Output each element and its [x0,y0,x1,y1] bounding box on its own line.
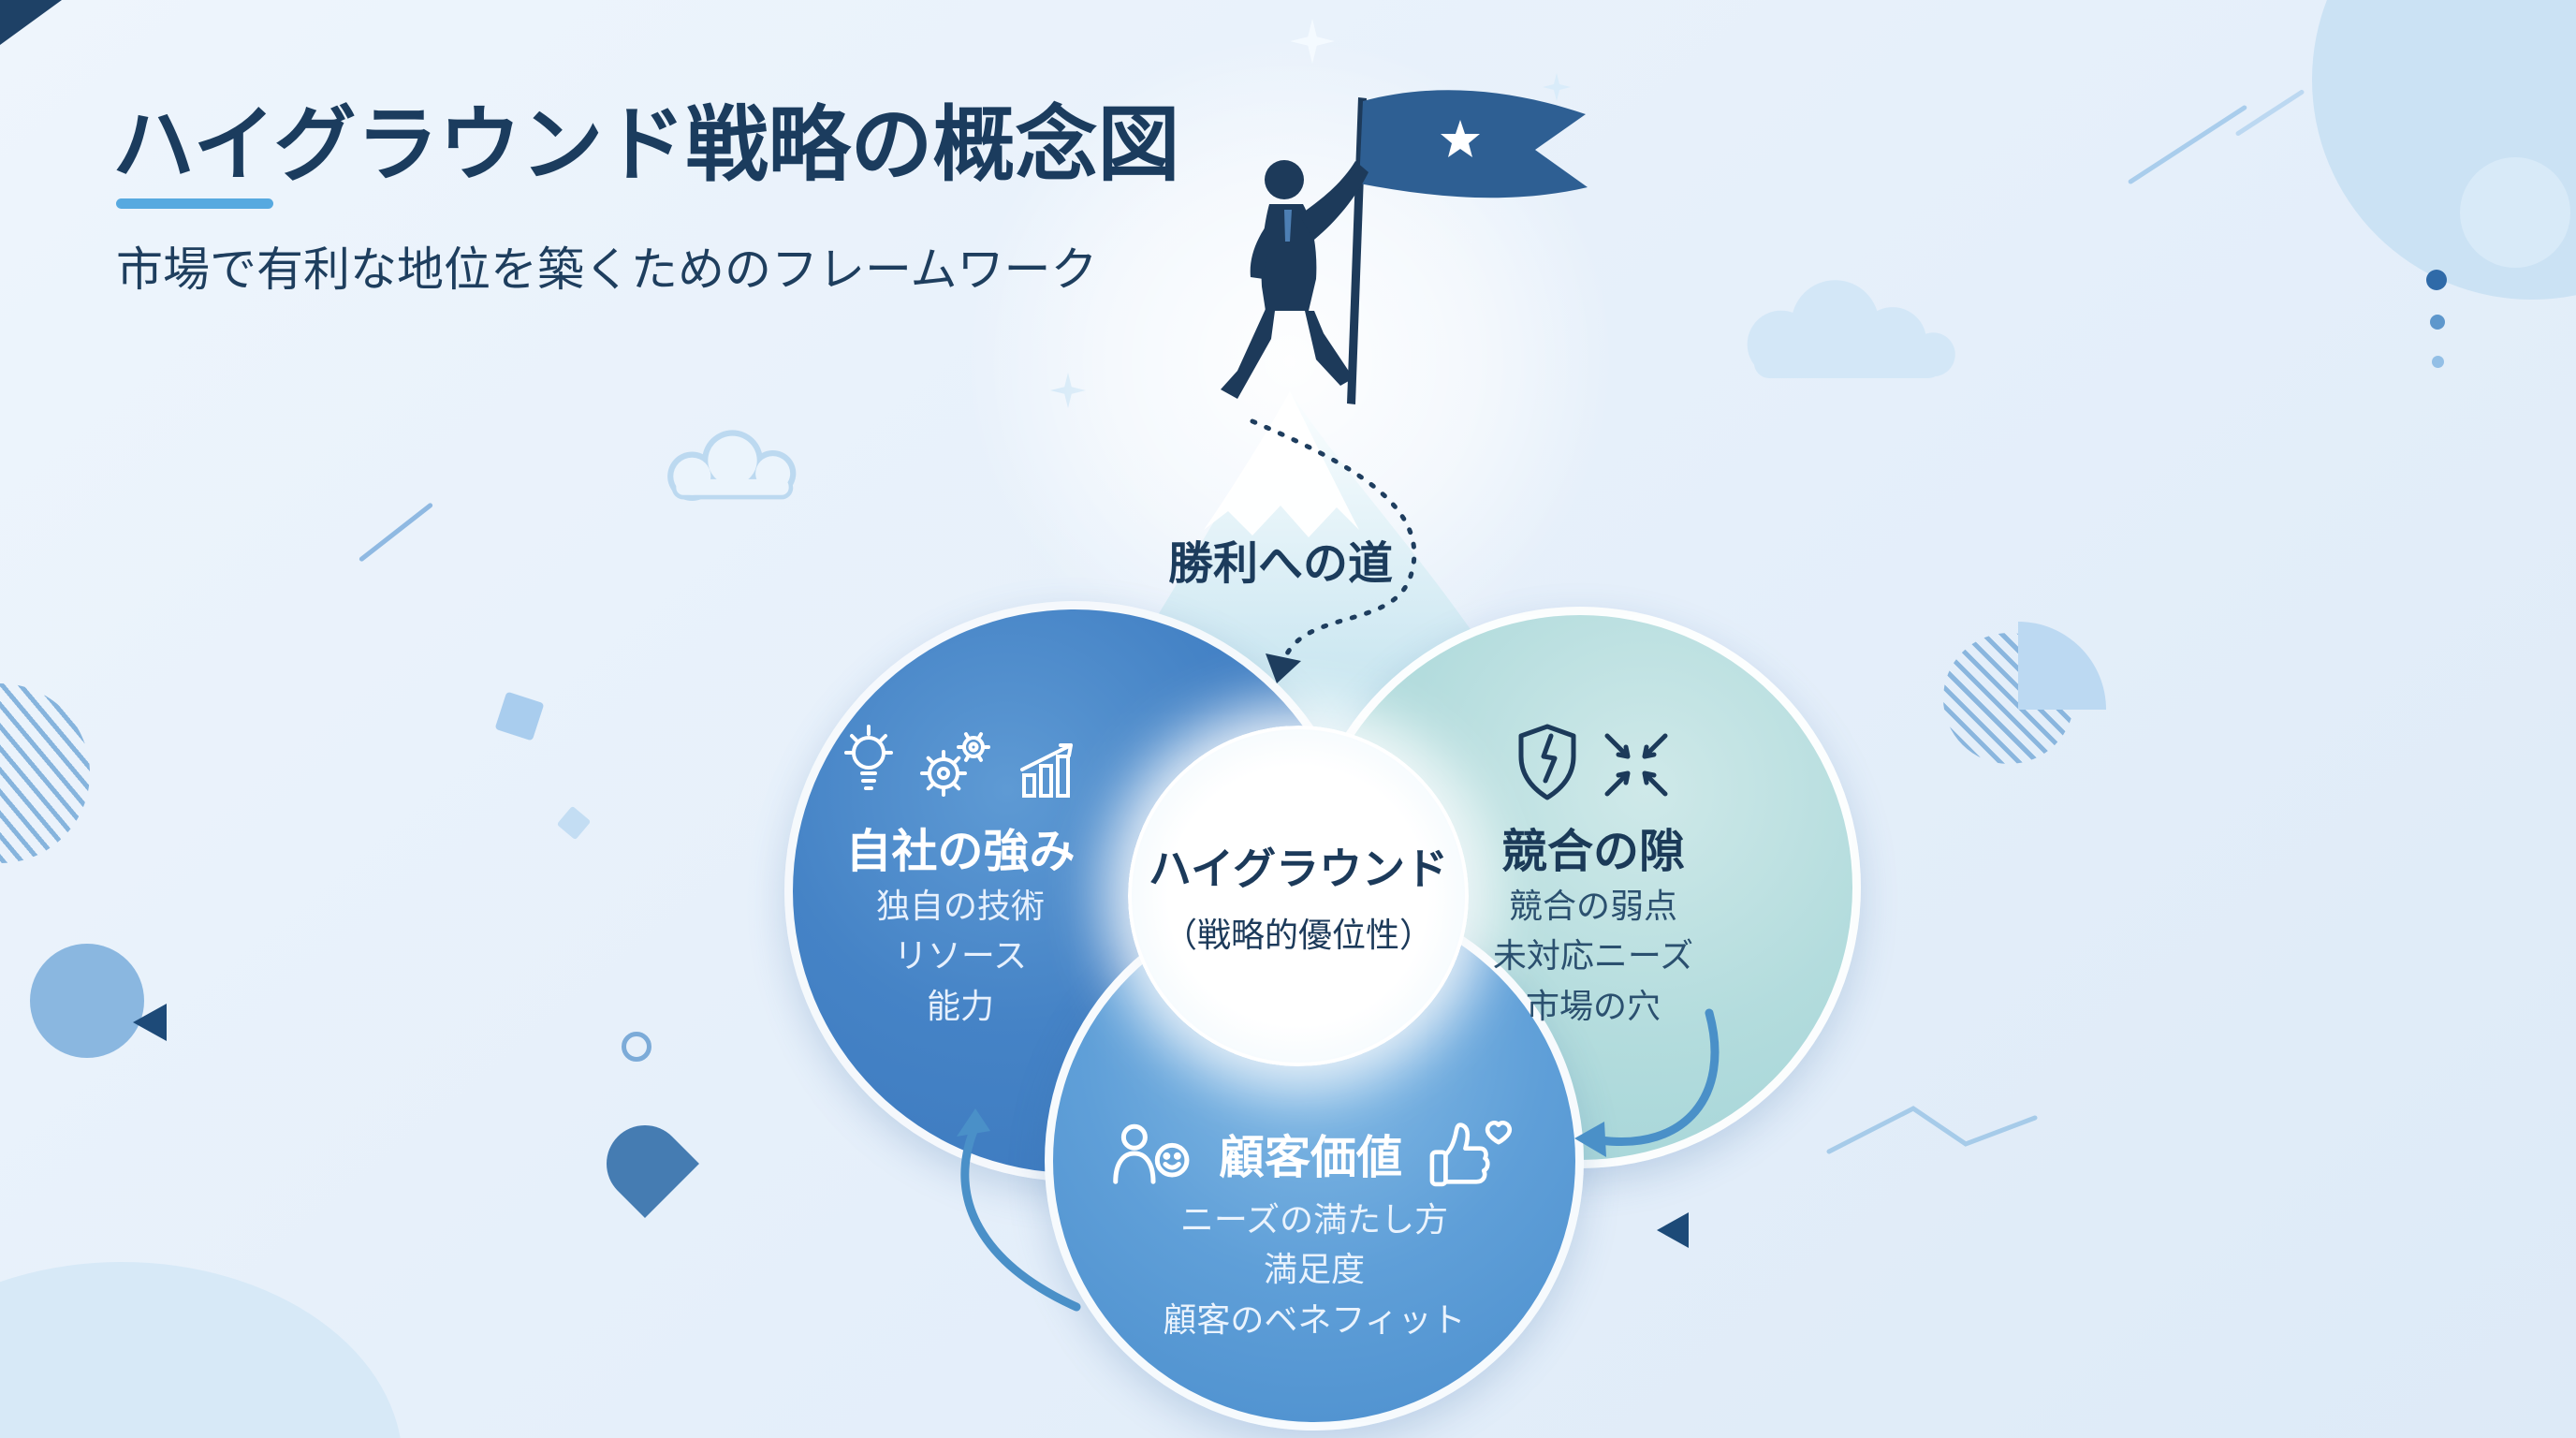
small-blob-decoration [2460,157,2570,268]
quarter-circle-decoration [2018,622,2106,710]
center-subtitle: （戦略的優位性） [1163,916,1433,954]
ring-decoration [622,1032,651,1062]
diagonal-line-decoration [2234,88,2305,138]
broken-shield-icon [1518,724,1576,800]
page-subtitle: 市場で有利な地位を築くためのフレームワーク [116,243,1098,296]
title-underline [116,198,273,209]
zigzag-line-decoration [1826,1106,2038,1154]
victory-path-label: 勝利への道 [1168,539,1394,589]
customer-value-item: 顧客のベネフィット [1163,1299,1466,1339]
dot-decoration [2426,270,2447,290]
cloud-icon [667,430,797,501]
competitor-gap-item: 未対応ニーズ [1492,936,1694,976]
thumbs-up-heart-icon [1429,1121,1513,1187]
competitor-gap-content: 競合の隙 競合の弱点 未対応ニーズ 市場の穴 [1397,717,1790,1031]
competitor-gap-item: 競合の弱点 [1508,887,1677,925]
competitor-gap-item: 市場の穴 [1525,986,1661,1025]
square-decoration [494,691,545,741]
customer-smile-icon [1113,1123,1190,1184]
strengths-item: 能力 [926,986,994,1025]
striped-halfcircle-decoration [0,683,90,863]
dot-decoration [2432,356,2444,368]
lightbulb-icon [844,725,893,790]
cloud-icon [1747,280,1955,378]
diagonal-line-decoration [2127,104,2248,185]
customer-value-title-row: 顧客価値 [1024,1112,1604,1195]
strengths-icons [754,717,1166,801]
customer-value-item: ニーズの満たし方 [1179,1200,1449,1239]
customer-value-item: 満足度 [1263,1250,1365,1289]
corner-blob-decoration [0,1262,402,1438]
page-title: ハイグラウンド戦略の概念図 [112,98,1180,191]
strengths-item: 独自の技術 [875,887,1045,925]
dot-decoration [2430,315,2445,330]
competitor-gap-icons [1397,717,1790,801]
square-decoration [556,805,592,841]
diagonal-line-decoration [358,502,434,563]
triangle-decoration [1657,1212,1689,1248]
customer-value-title: 顧客価値 [1218,1132,1402,1183]
sparkle-icon [1543,73,1571,101]
growth-chart-icon [1020,743,1073,798]
converging-arrows-icon [1604,733,1668,797]
halfcircle-decoration [591,1109,699,1218]
strengths-item: リソース [893,936,1028,976]
circle-decoration [30,944,144,1058]
competitor-gap-title: 競合の隙 [1500,827,1685,877]
customer-value-content: 顧客価値 ニーズの満たし方 満足度 顧客のベネフィット [1024,1112,1604,1344]
corner-triangle-decoration [0,0,62,45]
strengths-content: 自社の強み 独自の技術 リソース 能力 [754,717,1166,1031]
strengths-title: 自社の強み [845,827,1076,877]
gears-icon [920,732,990,797]
